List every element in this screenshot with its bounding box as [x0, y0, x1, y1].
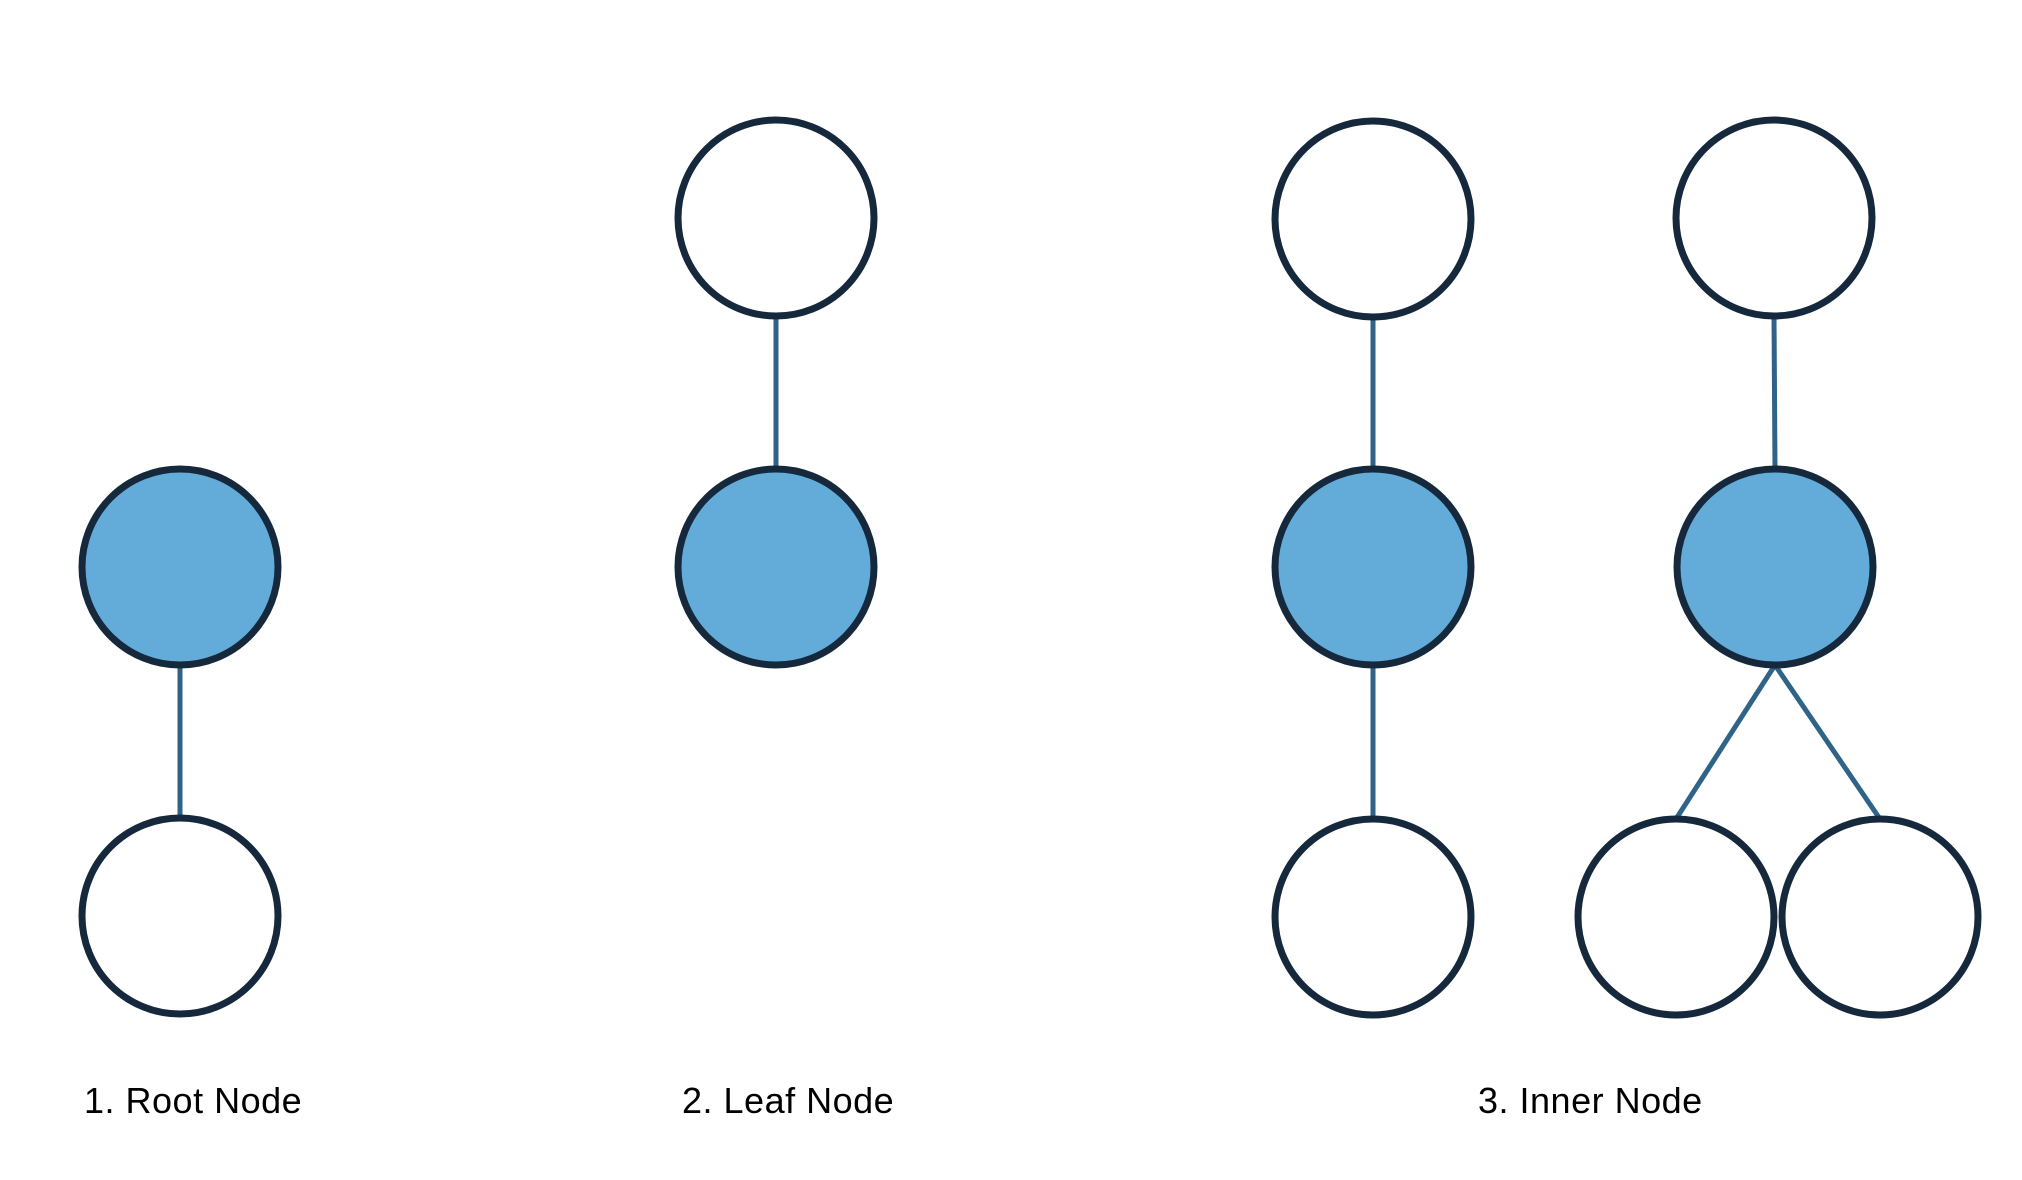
node-parent-empty	[1672, 116, 1876, 320]
figure-label-inner-node: 3. Inner Node	[1478, 1080, 1703, 1121]
node-root-highlighted	[78, 465, 282, 669]
node-parent-empty	[1271, 117, 1475, 321]
tree-edge	[1771, 315, 1778, 470]
node-parent-empty	[674, 116, 878, 320]
node-child-empty	[1271, 815, 1475, 1019]
node-child-right-empty	[1778, 815, 1982, 1019]
node-inner-highlighted	[1673, 465, 1877, 669]
figure-leaf-node: 2. Leaf Node	[674, 116, 894, 1121]
node-child-empty	[78, 814, 282, 1018]
node-leaf-highlighted	[674, 465, 878, 669]
tree-edge	[1772, 663, 1883, 821]
figure-label-leaf-node: 2. Leaf Node	[682, 1080, 894, 1121]
node-inner-highlighted	[1271, 465, 1475, 669]
node-child-left-empty	[1574, 815, 1778, 1019]
figure-root-node: 1. Root Node	[78, 465, 302, 1121]
figure-label-root-node: 1. Root Node	[84, 1080, 302, 1121]
tree-edge	[1673, 663, 1778, 821]
figure-inner-node: 3. Inner Node	[1271, 116, 1982, 1121]
